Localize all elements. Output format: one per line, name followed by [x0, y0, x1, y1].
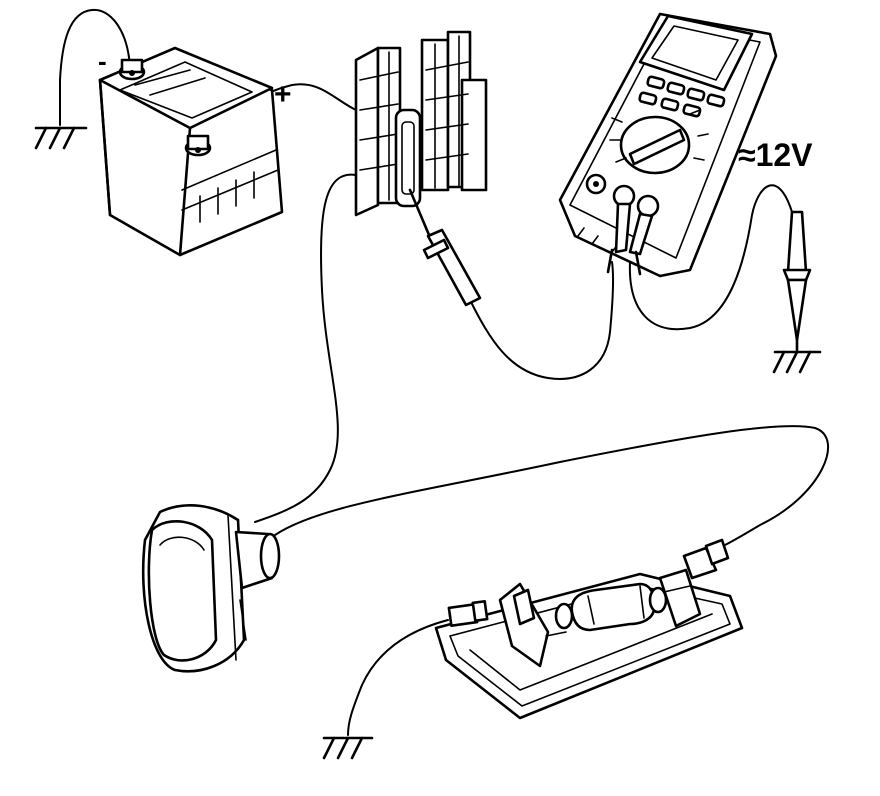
wire-switch-lamp	[274, 425, 830, 546]
door-switch	[141, 504, 281, 673]
fuse-box	[354, 30, 488, 217]
multimeter	[558, 12, 778, 278]
wire-fuse-switch	[254, 173, 357, 523]
voltage-reading-label: ≈12V	[738, 137, 813, 173]
wire-probe-multimeter	[469, 261, 615, 380]
battery-negative-label: -	[98, 46, 107, 76]
wire-multimeter-ground-probe	[628, 184, 793, 331]
battery	[98, 46, 284, 257]
test-probe-fuse	[408, 188, 482, 307]
fuse	[394, 108, 422, 208]
wire-lamp-ground	[347, 619, 449, 736]
lamp-housing	[434, 538, 744, 720]
ground-symbol-battery	[34, 126, 88, 150]
wire-battery-negative-ground	[59, 8, 131, 126]
ground-symbol-lamp	[322, 736, 374, 760]
battery-positive-label: +	[274, 78, 292, 111]
test-probe-ground	[782, 210, 812, 354]
ground-symbol-probe	[772, 350, 822, 374]
